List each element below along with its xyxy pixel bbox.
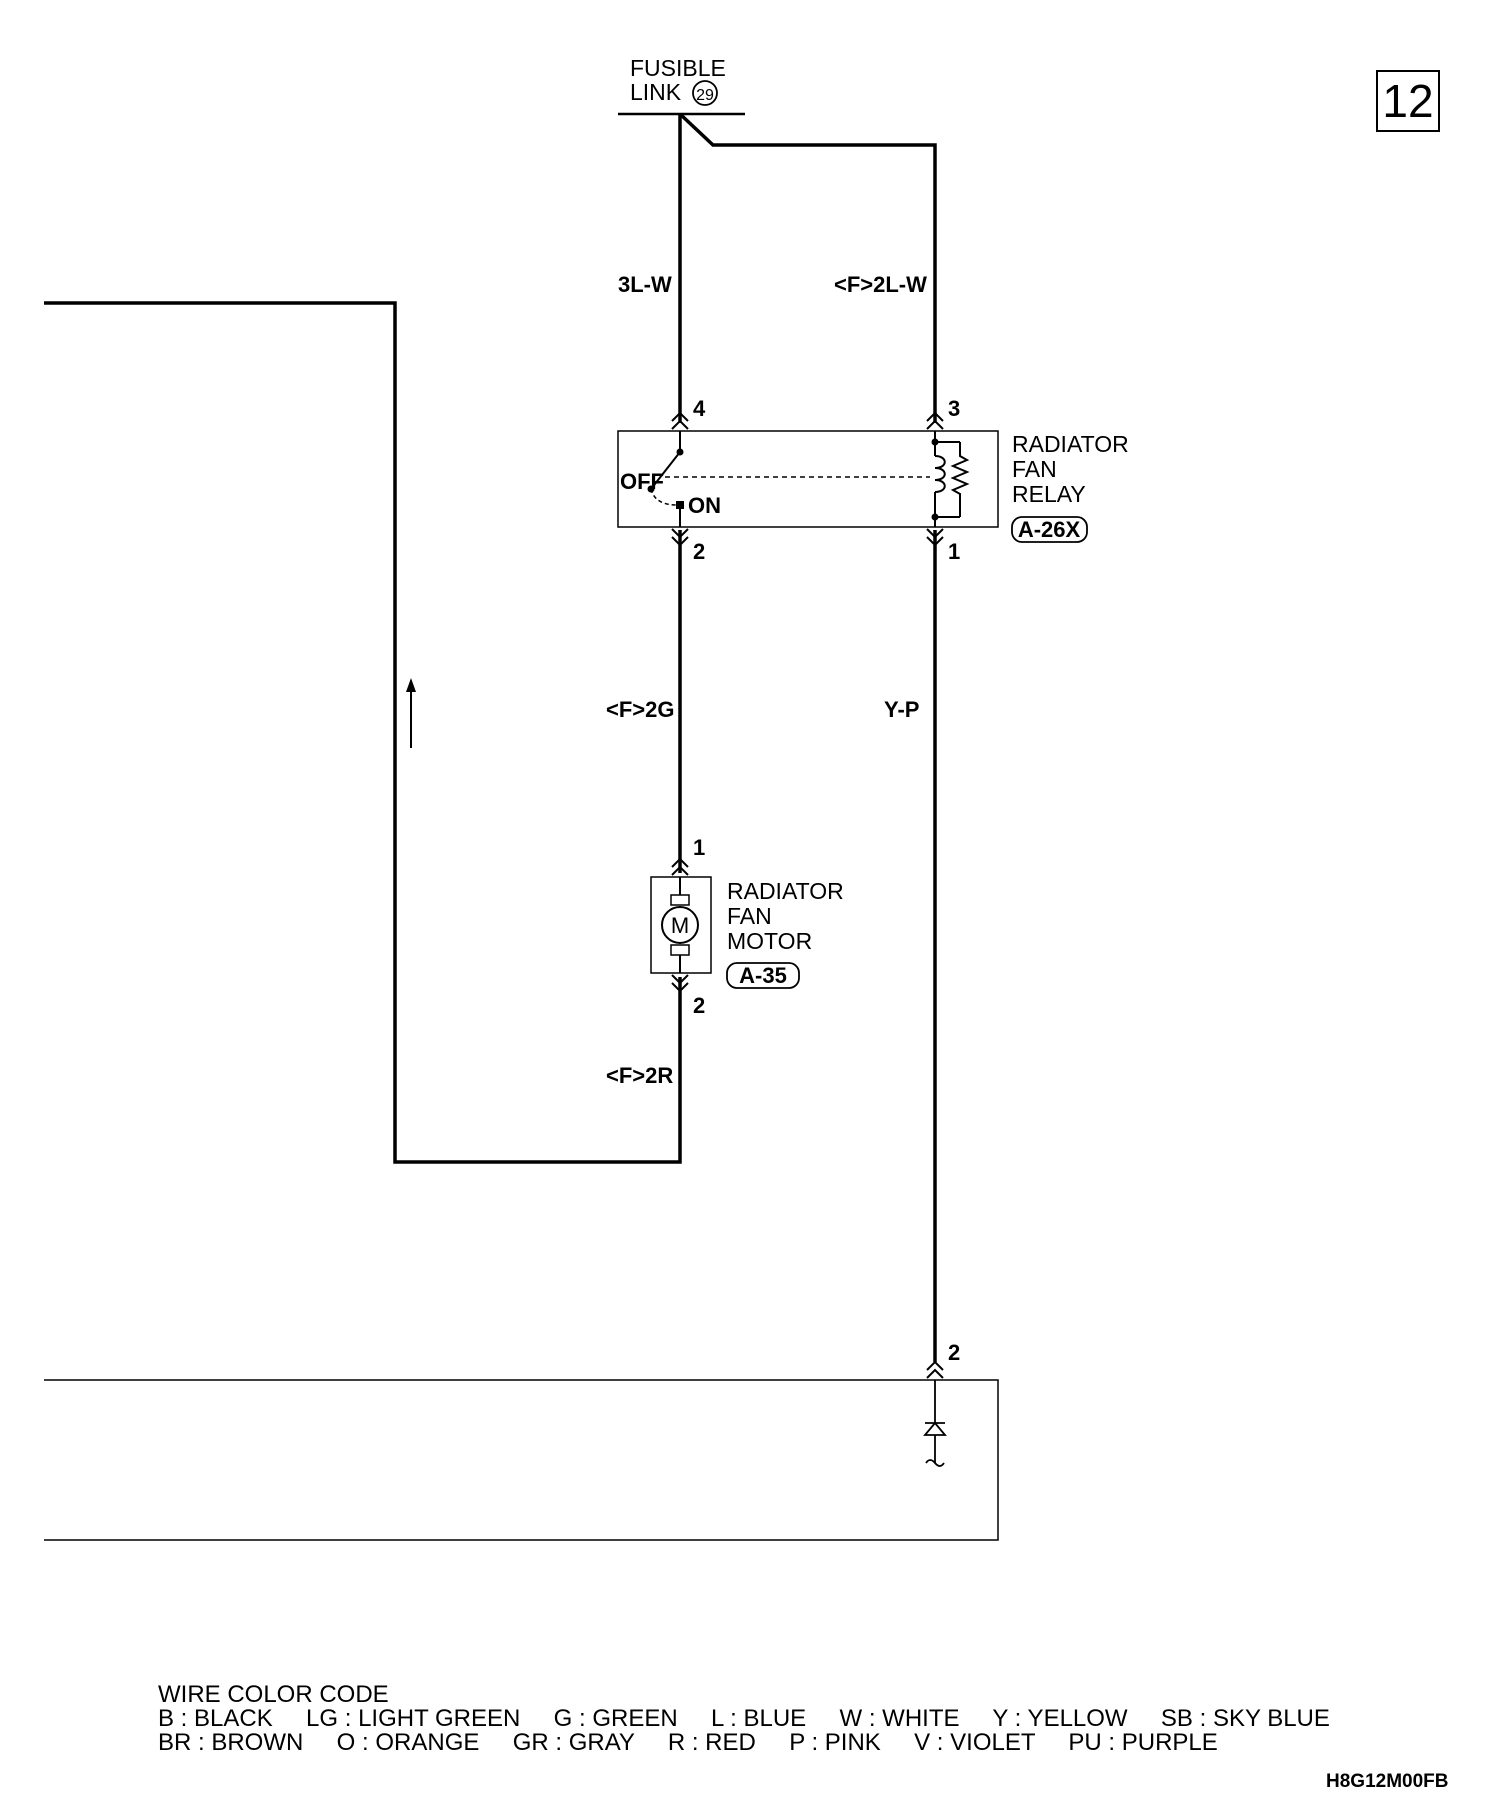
fusible-link-label-line2: LINK [630,79,682,105]
motor-pin-2: 2 [693,993,705,1018]
motor-name-line3: MOTOR [727,928,812,954]
relay-connector-id: A-26X [1018,517,1081,542]
wire-label-y-p: Y-P [884,697,919,722]
control-unit-outline [44,1379,999,1541]
legend-row-2: BR : BROWN O : ORANGE GR : GRAY R : RED … [158,1729,1218,1756]
relay-connector-badge [1011,516,1088,543]
lower-control-unit: 2 [44,1340,999,1541]
relay-pin-4: 4 [693,396,706,421]
relay-pin-3: 3 [948,396,960,421]
fusible-link-number-circle [692,80,718,106]
wire-lines [44,112,937,1362]
internal-diode-symbol [923,1380,947,1467]
fusible-link-label-line1: FUSIBLE [630,55,726,81]
switch-on-label: ON [688,493,721,518]
direction-arrow [406,678,416,748]
relay-pin-1: 1 [948,539,960,564]
wire-f2r-line [44,301,682,1164]
relay-coil [931,431,970,527]
wire-label-f2r: <F>2R [606,1063,673,1088]
page-number: 12 [1376,70,1440,132]
fusible-link-number: 29 [696,87,714,104]
wire-label-f2l-w: <F>2L-W [834,272,927,297]
motor-name-line2: FAN [727,903,772,929]
wire-label-f2g: <F>2G [606,697,674,722]
radiator-fan-relay: 4 3 2 1 OFF ON RADIATOR FA [617,396,1129,564]
legend-title: WIRE COLOR CODE [158,1681,389,1708]
motor-symbol: M [671,913,689,938]
relay-box [617,430,999,528]
switch-off-label: OFF [620,469,664,494]
lower-pin-chevrons [926,1360,944,1379]
legend-row-1: B : BLACK LG : LIGHT GREEN G : GREEN L :… [158,1705,1330,1732]
relay-pin-2: 2 [693,539,705,564]
relay-name-line2: FAN [1012,456,1057,482]
motor-pin-1: 1 [693,835,705,860]
motor-pin-chevrons [671,857,689,993]
radiator-fan-motor: 1 2 M RADIATOR FAN MOTOR A-35 [650,835,844,1018]
fusible-link: FUSIBLE LINK 29 [618,55,745,116]
motor-name-line1: RADIATOR [727,878,844,904]
relay-switch: OFF ON [620,431,930,527]
relay-name-line3: RELAY [1012,481,1086,507]
wire-f2l-w-line [678,112,937,423]
wire-label-3l-w: 3L-W [618,272,672,297]
relay-pin-chevrons [671,411,944,547]
relay-name-line1: RADIATOR [1012,431,1129,457]
motor-symbol-circle [661,906,699,944]
motor-connector-id: A-35 [739,963,787,988]
drawing-code: H8G12M00FB [1326,1771,1449,1792]
lower-connector-pin-2: 2 [948,1340,960,1365]
motor-connector-badge [726,962,800,989]
